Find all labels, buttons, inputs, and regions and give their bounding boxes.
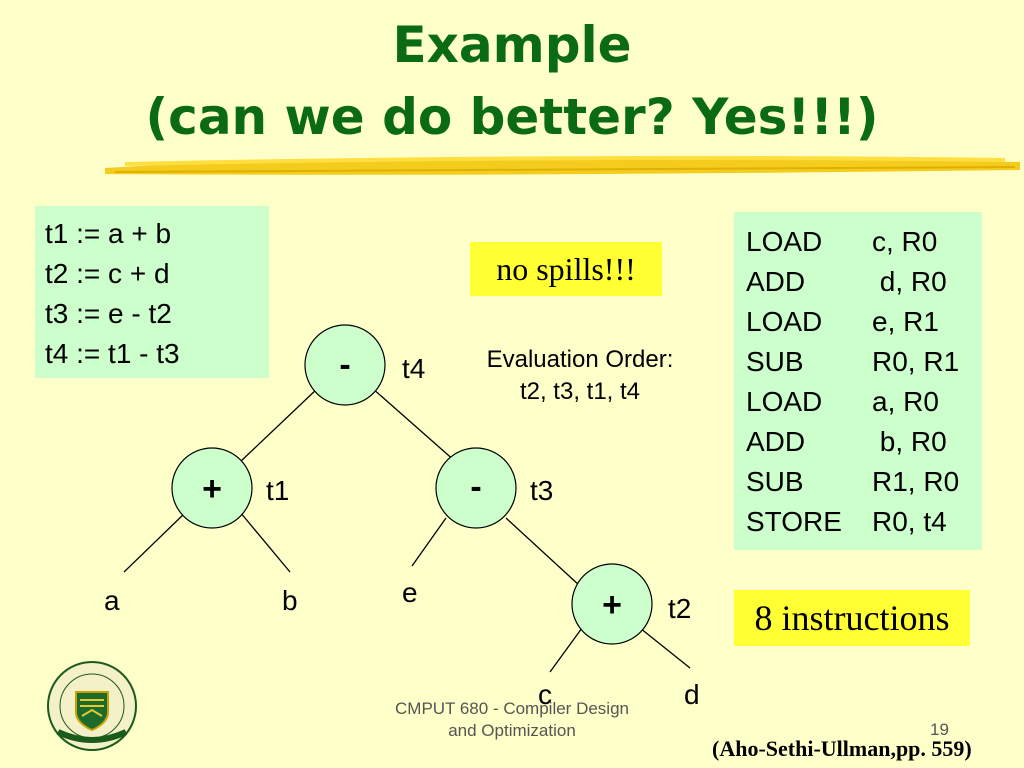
instruction-count-callout: 8 instructions (734, 590, 970, 646)
evaluation-order: Evaluation Order: t2, t3, t1, t4 (450, 344, 710, 408)
asm-operands: R0, R1 (872, 346, 960, 377)
node-name-label: t3 (530, 475, 553, 506)
tree-node-t4: - (304, 324, 386, 406)
tree-edge (239, 511, 291, 573)
leaf-label: e (402, 577, 418, 608)
tree-edge (239, 387, 319, 463)
asm-opcode: STORE (746, 506, 842, 537)
asm-instruction: SUB R0, R1 (746, 342, 982, 382)
node-name-label: t4 (402, 353, 425, 384)
asm-instruction: STORE R0, t4 (746, 502, 982, 542)
tree-edges (123, 387, 691, 673)
tree-edge (505, 517, 581, 587)
page-number: 19 (930, 720, 949, 739)
course-title-line1: CMPUT 680 - Compiler Design (395, 699, 629, 718)
tree-edge (639, 627, 691, 669)
leaf-label: b (282, 585, 298, 616)
code-line: t4 := t1 - t3 (45, 338, 180, 369)
course-title-line2: and Optimization (448, 721, 576, 740)
asm-operands: d, R0 (872, 266, 947, 297)
node-operator: - (339, 346, 350, 384)
slide-subtitle: (can we do better? Yes!!!) (145, 88, 879, 146)
tree-edge (371, 387, 457, 463)
slide-title: Example (392, 16, 632, 74)
asm-instruction: LOAD e, R1 (746, 302, 982, 342)
asm-operands: e, R1 (872, 306, 939, 337)
asm-opcode: ADD (746, 266, 806, 297)
node-name-label: t1 (266, 475, 289, 506)
code-line: t3 := e - t2 (45, 298, 172, 329)
node-operator: - (470, 468, 481, 506)
title-underline-brush (105, 155, 1020, 175)
asm-operands: c, R0 (872, 226, 938, 257)
asm-instruction: ADD b, R0 (746, 422, 982, 462)
asm-instruction: LOAD c, R0 (746, 222, 982, 262)
asm-operands: R0, t4 (872, 506, 947, 537)
node-name-label: t2 (668, 593, 691, 624)
no-spills-callout: no spills!!! (470, 242, 662, 296)
tree-node-t2: + (571, 563, 653, 645)
asm-opcode: SUB (746, 466, 804, 497)
tree-node-t1: + (171, 447, 253, 529)
tree-edge (123, 511, 187, 573)
evaluation-order-value: t2, t3, t1, t4 (519, 378, 641, 405)
asm-instruction: LOAD a, R0 (746, 382, 982, 422)
evaluation-order-label: Evaluation Order: (486, 346, 674, 373)
leaf-label: d (684, 679, 700, 710)
leaf-label: c (538, 679, 552, 710)
tree-edge (549, 627, 583, 673)
node-operator: + (202, 470, 222, 508)
asm-opcode: LOAD (746, 226, 823, 257)
asm-operands: R1, R0 (872, 466, 960, 497)
university-seal-logo (47, 661, 137, 751)
slide-footer: CMPUT 680 - Compiler Design and Optimiza… (352, 698, 672, 742)
asm-operands: b, R0 (872, 426, 947, 457)
asm-instruction: SUB R1, R0 (746, 462, 982, 502)
citation: (Aho-Sethi-Ullman,pp. 559) (712, 736, 972, 761)
asm-opcode: LOAD (746, 306, 823, 337)
node-operator: + (602, 586, 622, 624)
tree-node-t3: - (435, 447, 517, 529)
tree-edge (411, 517, 447, 567)
asm-instruction: ADD d, R0 (746, 262, 982, 302)
asm-operands: a, R0 (872, 386, 939, 417)
asm-opcode: LOAD (746, 386, 823, 417)
asm-opcode: SUB (746, 346, 804, 377)
code-line: t2 := c + d (45, 258, 170, 289)
asm-opcode: ADD (746, 426, 806, 457)
three-address-code-box: t1 := a + b t2 := c + d t3 := e - t2 t4 … (35, 206, 269, 378)
code-line: t1 := a + b (45, 218, 172, 249)
leaf-label: a (104, 585, 120, 616)
